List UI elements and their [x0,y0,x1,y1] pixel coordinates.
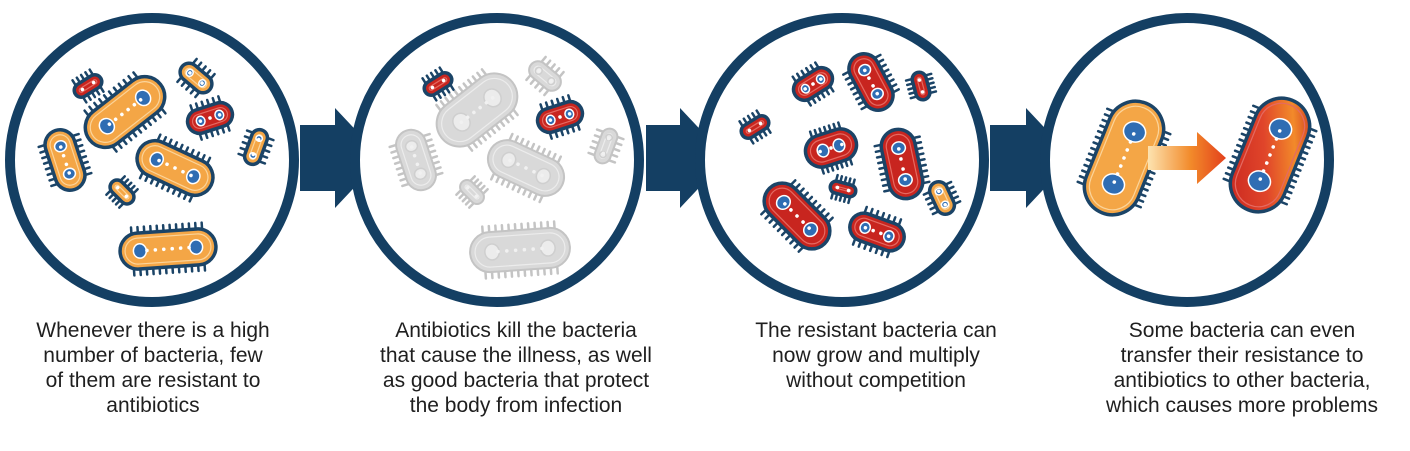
caption-panel-1: Whenever there is a high number of bacte… [36,319,270,417]
bacterium-dead [469,220,571,280]
bacterium-resistant [738,109,772,145]
caption-panel-4: Some bacteria can even transfer their re… [1106,319,1378,417]
bacterium-resistant [828,173,858,205]
bacterium-dead [435,68,519,152]
arrow-2-icon [646,108,727,208]
arrow-1-icon [300,108,382,208]
bacterium-normal [118,221,218,277]
bacterium-normal [37,128,93,192]
bacterium-resistant [185,95,235,141]
bacterium-resistant [842,52,900,112]
bacterium-resistant [848,205,906,259]
panel-4-circle [1040,13,1334,307]
arrow-3-icon [990,108,1073,208]
bacterium-normal [922,179,962,217]
bacterium-dead [486,132,566,204]
caption-panel-2: Antibiotics kill the bacteria that cause… [380,319,652,417]
bacterium-normal [237,127,275,167]
bacterium-normal [176,57,216,99]
bacterium-normal [83,71,167,153]
bacterium-dead [587,127,625,165]
panel-1-circle [5,13,299,307]
bacterium-normal [1076,99,1172,217]
bacterium-resistant [535,94,585,140]
bacterium-dead [525,55,565,97]
bacterium-resistant [803,121,859,175]
bacterium-resistant [760,179,834,253]
bacterium-resistant [904,70,938,102]
bacterium-resistant [71,68,105,104]
bacterium-dead [455,175,489,209]
bacterium-resistant [873,127,931,201]
bacterium-resistant [421,66,455,102]
bacterium-dead [388,128,444,192]
bacterium-resistant [791,61,835,107]
bacterium-resistant-transferred [1222,96,1318,214]
panel-3-circle [695,13,989,307]
bacterium-normal [135,133,215,203]
bacteria-resistance-diagram [5,13,1334,307]
panel-2-circle [350,13,644,307]
transfer-arrow-icon [1148,132,1226,184]
caption-panel-3: The resistant bacteria can now grow and … [755,319,997,392]
